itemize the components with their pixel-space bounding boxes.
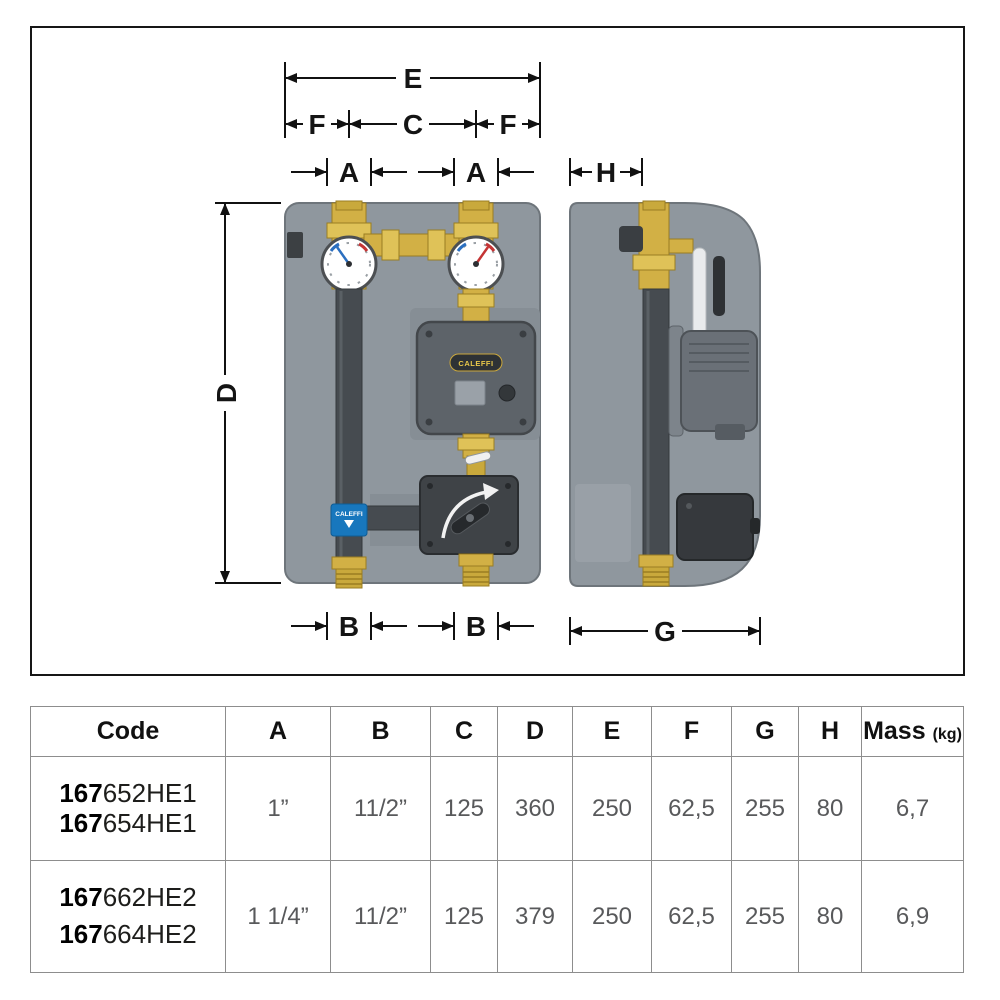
table-row-1: 167652HE1 167654HE1 1” 11/2” 125 360 250… bbox=[30, 756, 964, 861]
col-header-g: G bbox=[731, 706, 799, 757]
union-connector bbox=[363, 229, 462, 261]
cell-b: 11/2” bbox=[330, 756, 431, 861]
rotation-arrow-head bbox=[483, 483, 499, 500]
dim-label-b-right: B bbox=[466, 611, 486, 642]
cell-mass: 6,9 bbox=[861, 860, 964, 973]
dim-label-e: E bbox=[404, 63, 423, 94]
mixing-valve bbox=[419, 475, 519, 555]
dimension-labels: E F C F A A H D B B G bbox=[211, 63, 676, 647]
header-row: Code A B C D E F G H Mass (kg) bbox=[30, 706, 964, 757]
gauge-edge bbox=[619, 226, 643, 252]
technical-drawing: CALEFFI CALEFFI bbox=[30, 26, 965, 676]
bottom-fitting-right bbox=[458, 553, 494, 587]
pump-brand-text: CALEFFI bbox=[458, 359, 493, 368]
caleffi-pipe-badge: CALEFFI bbox=[330, 503, 368, 537]
product-code: 167654HE1 bbox=[59, 807, 197, 838]
cell-a: 1 1/4” bbox=[225, 860, 331, 973]
cell-h: 80 bbox=[798, 860, 862, 973]
cell-f: 62,5 bbox=[651, 756, 732, 861]
dim-label-f-right: F bbox=[499, 109, 516, 140]
cell-d: 379 bbox=[497, 860, 573, 973]
cell-e: 250 bbox=[572, 756, 652, 861]
cell-g: 255 bbox=[731, 756, 799, 861]
temperature-gauge-left bbox=[320, 235, 378, 293]
col-header-a: A bbox=[225, 706, 331, 757]
dim-label-f-left: F bbox=[308, 109, 325, 140]
side-pipe bbox=[642, 288, 670, 558]
side-view bbox=[569, 200, 761, 587]
pump-motor-side bbox=[668, 325, 758, 440]
drawing-canvas: CALEFFI CALEFFI bbox=[30, 26, 965, 676]
cell-b: 11/2” bbox=[330, 860, 431, 973]
cell-h: 80 bbox=[798, 756, 862, 861]
control-box bbox=[676, 493, 760, 561]
col-header-c: C bbox=[430, 706, 498, 757]
cell-code: 167662HE2 167664HE2 bbox=[30, 860, 226, 973]
dim-label-c: C bbox=[403, 109, 423, 140]
cable-gland bbox=[750, 518, 760, 534]
pump-label-plate bbox=[454, 380, 486, 406]
col-header-h: H bbox=[798, 706, 862, 757]
spec-table: Code A B C D E F G H Mass (kg) 167652HE1… bbox=[30, 706, 964, 973]
dim-label-a-right: A bbox=[466, 157, 486, 188]
dim-label-a-left: A bbox=[339, 157, 359, 188]
col-header-code: Code bbox=[30, 706, 226, 757]
mass-unit: (kg) bbox=[932, 726, 962, 743]
cell-code: 167652HE1 167654HE1 bbox=[30, 756, 226, 861]
bracket-slot bbox=[692, 247, 707, 341]
dim-label-g: G bbox=[654, 616, 676, 647]
cell-c: 125 bbox=[430, 860, 498, 973]
cell-g: 255 bbox=[731, 860, 799, 973]
down-arrow-icon bbox=[344, 520, 354, 528]
table-row-2: 167662HE2 167664HE2 1 1/4” 11/2” 125 379… bbox=[30, 860, 964, 973]
product-code: 167662HE2 bbox=[59, 882, 197, 913]
cell-d: 360 bbox=[497, 756, 573, 861]
product-code: 167652HE1 bbox=[59, 777, 197, 808]
check-valve-lever bbox=[464, 451, 492, 465]
valve-handle bbox=[713, 256, 725, 316]
cell-a: 1” bbox=[225, 756, 331, 861]
motor-foot bbox=[715, 424, 745, 440]
bottom-fitting-left bbox=[331, 556, 367, 589]
side-recess bbox=[575, 484, 631, 562]
mass-label: Mass bbox=[863, 717, 926, 745]
cell-mass: 6,7 bbox=[861, 756, 964, 861]
cell-f: 62,5 bbox=[651, 860, 732, 973]
dim-label-d: D bbox=[211, 383, 242, 403]
col-header-e: E bbox=[572, 706, 652, 757]
col-header-b: B bbox=[330, 706, 431, 757]
drain-cap bbox=[287, 232, 303, 258]
pump-union-top bbox=[457, 288, 495, 324]
col-header-d: D bbox=[497, 706, 573, 757]
col-header-f: F bbox=[651, 706, 732, 757]
pipe-badge-text: CALEFFI bbox=[335, 511, 363, 518]
pump-logo-pill bbox=[449, 353, 503, 372]
bottom-fitting-side bbox=[638, 554, 674, 587]
front-view: CALEFFI CALEFFI bbox=[284, 200, 541, 589]
temperature-gauge-right bbox=[447, 235, 505, 293]
cell-e: 250 bbox=[572, 860, 652, 973]
dim-label-h: H bbox=[596, 157, 616, 188]
dimensions bbox=[215, 62, 761, 645]
side-valve bbox=[619, 200, 725, 341]
pump: CALEFFI bbox=[415, 320, 537, 436]
rotation-arrow bbox=[441, 490, 488, 539]
pump-speed-knob bbox=[498, 384, 516, 402]
cell-c: 125 bbox=[430, 756, 498, 861]
product-code: 167664HE2 bbox=[59, 919, 197, 949]
pump-fitting-bottom bbox=[457, 433, 495, 479]
dim-label-b-left: B bbox=[339, 611, 359, 642]
col-header-mass: Mass (kg) bbox=[861, 706, 964, 757]
